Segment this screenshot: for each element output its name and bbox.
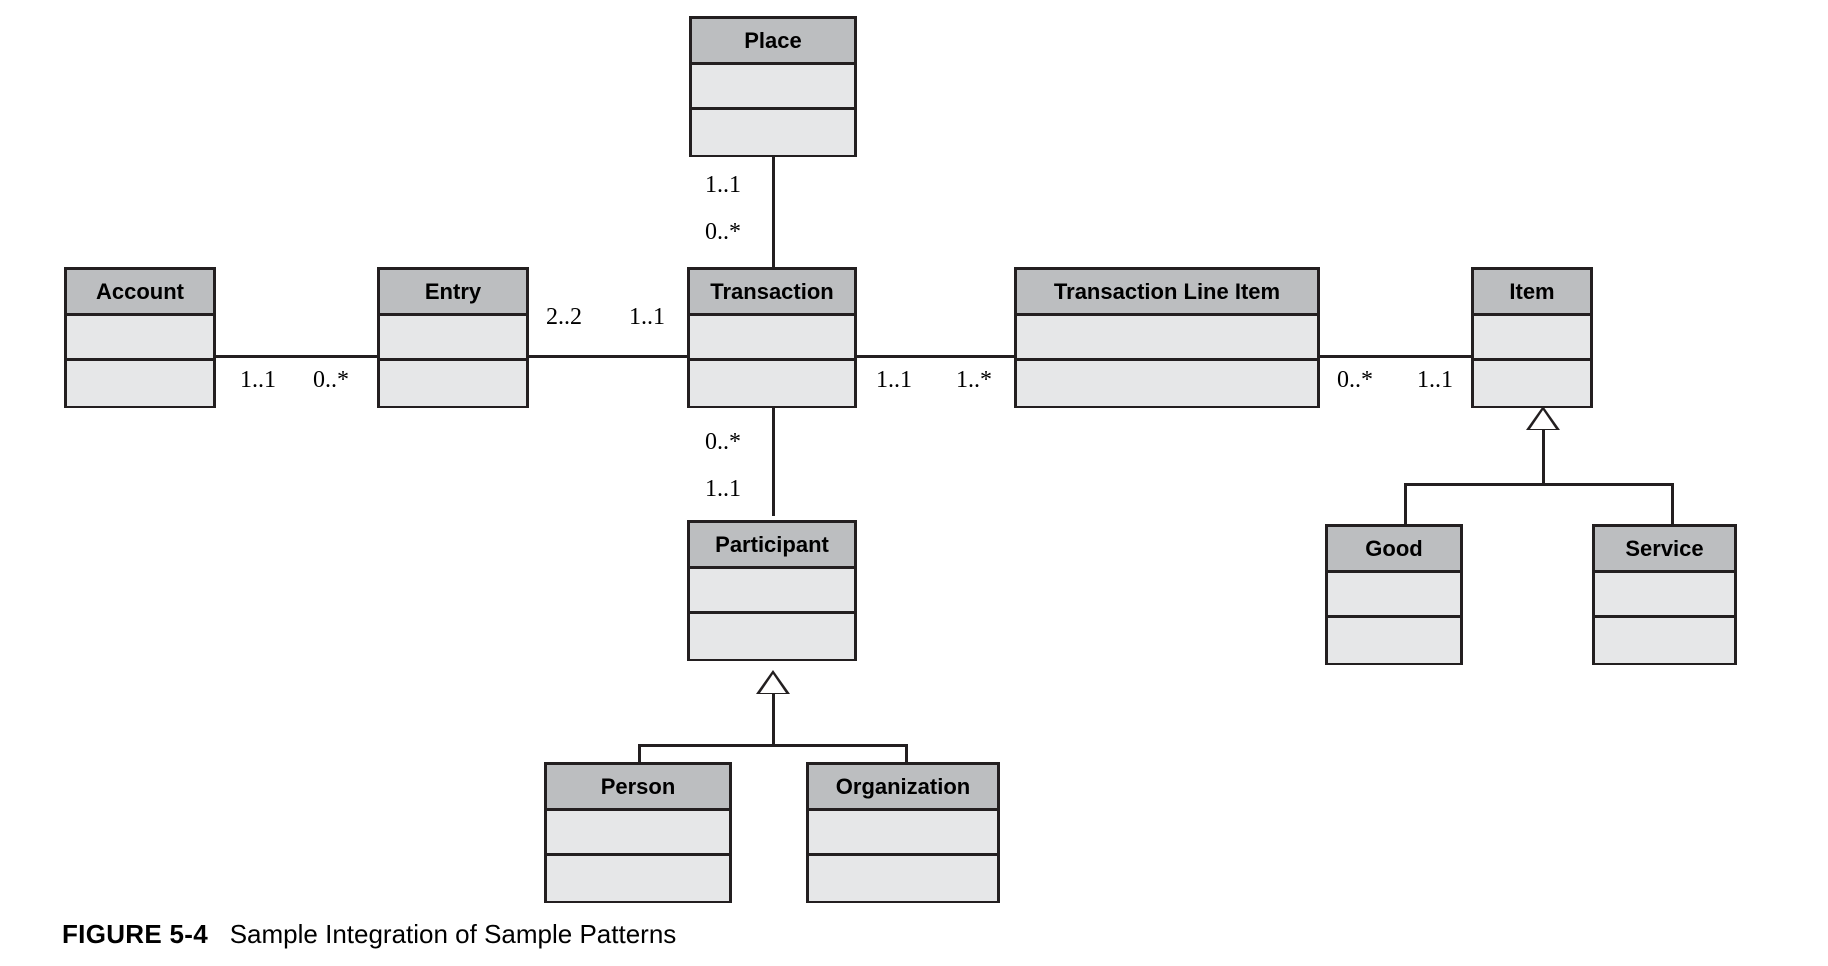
class-operations-account bbox=[67, 361, 213, 406]
class-name-good: Good bbox=[1328, 527, 1460, 573]
class-operations-person bbox=[547, 856, 729, 901]
class-attributes-service bbox=[1595, 573, 1734, 618]
class-name-person: Person bbox=[547, 765, 729, 811]
class-operations-transaction bbox=[690, 361, 854, 406]
edge-item-gen-stem bbox=[1542, 430, 1545, 485]
class-attributes-person bbox=[547, 811, 729, 856]
multiplicity-transaction-side-left: 1..1 bbox=[629, 304, 665, 330]
class-box-organization[interactable]: Organization bbox=[806, 762, 1000, 903]
edge-transaction-participant bbox=[772, 406, 775, 516]
class-name-service: Service bbox=[1595, 527, 1734, 573]
edge-participant-gen-stem bbox=[772, 694, 775, 746]
class-operations-organization bbox=[809, 856, 997, 901]
class-attributes-account bbox=[67, 316, 213, 361]
edge-item-gen-good bbox=[1404, 483, 1407, 525]
multiplicity-item-side: 1..1 bbox=[1417, 367, 1453, 393]
class-box-item[interactable]: Item bbox=[1471, 267, 1593, 408]
class-attributes-participant bbox=[690, 569, 854, 614]
multiplicity-entry-side-right: 2..2 bbox=[546, 304, 582, 330]
class-box-service[interactable]: Service bbox=[1592, 524, 1737, 665]
multiplicity-place-to-transaction-top: 1..1 bbox=[705, 172, 741, 198]
class-name-item: Item bbox=[1474, 270, 1590, 316]
class-box-entry[interactable]: Entry bbox=[377, 267, 529, 408]
multiplicity-transaction-to-participant-bottom: 1..1 bbox=[705, 476, 741, 502]
multiplicity-tli-side-left: 1..* bbox=[956, 367, 992, 393]
multiplicity-tli-side-right: 0..* bbox=[1337, 367, 1373, 393]
class-name-entry: Entry bbox=[380, 270, 526, 316]
edge-account-entry bbox=[213, 355, 378, 358]
class-attributes-transaction-line-item bbox=[1017, 316, 1317, 361]
multiplicity-entry-side-left: 0..* bbox=[313, 367, 349, 393]
class-attributes-good bbox=[1328, 573, 1460, 618]
figure-title: Sample Integration of Sample Patterns bbox=[215, 919, 677, 949]
edge-transaction-tli bbox=[855, 355, 1015, 358]
class-name-account: Account bbox=[67, 270, 213, 316]
edge-item-gen-service bbox=[1671, 483, 1674, 525]
class-box-account[interactable]: Account bbox=[64, 267, 216, 408]
class-name-participant: Participant bbox=[690, 523, 854, 569]
class-operations-place bbox=[692, 110, 854, 155]
generalization-triangle-participant bbox=[756, 670, 790, 694]
class-box-transaction[interactable]: Transaction bbox=[687, 267, 857, 408]
class-attributes-organization bbox=[809, 811, 997, 856]
class-operations-service bbox=[1595, 618, 1734, 663]
class-box-transaction-line-item[interactable]: Transaction Line Item bbox=[1014, 267, 1320, 408]
class-attributes-transaction bbox=[690, 316, 854, 361]
class-operations-participant bbox=[690, 614, 854, 659]
class-attributes-entry bbox=[380, 316, 526, 361]
multiplicity-account-side: 1..1 bbox=[240, 367, 276, 393]
multiplicity-transaction-side-right: 1..1 bbox=[876, 367, 912, 393]
class-box-place[interactable]: Place bbox=[689, 16, 857, 157]
class-box-good[interactable]: Good bbox=[1325, 524, 1463, 665]
class-operations-entry bbox=[380, 361, 526, 406]
multiplicity-place-to-transaction-bottom: 0..* bbox=[705, 219, 741, 245]
class-box-person[interactable]: Person bbox=[544, 762, 732, 903]
class-name-transaction: Transaction bbox=[690, 270, 854, 316]
class-operations-good bbox=[1328, 618, 1460, 663]
edge-place-transaction bbox=[772, 156, 775, 274]
figure-caption: FIGURE 5-4 Sample Integration of Sample … bbox=[62, 919, 676, 950]
multiplicity-transaction-to-participant-top: 0..* bbox=[705, 429, 741, 455]
class-name-place: Place bbox=[692, 19, 854, 65]
edge-item-gen-bar bbox=[1404, 483, 1674, 486]
class-name-transaction-line-item: Transaction Line Item bbox=[1017, 270, 1317, 316]
edge-entry-transaction bbox=[527, 355, 687, 358]
class-attributes-place bbox=[692, 65, 854, 110]
figure-number: FIGURE 5-4 bbox=[62, 919, 209, 949]
class-operations-transaction-line-item bbox=[1017, 361, 1317, 406]
class-box-participant[interactable]: Participant bbox=[687, 520, 857, 661]
edge-participant-gen-bar bbox=[638, 744, 908, 747]
class-operations-item bbox=[1474, 361, 1590, 406]
class-name-organization: Organization bbox=[809, 765, 997, 811]
class-attributes-item bbox=[1474, 316, 1590, 361]
generalization-triangle-item bbox=[1526, 406, 1560, 430]
edge-tli-item bbox=[1318, 355, 1473, 358]
